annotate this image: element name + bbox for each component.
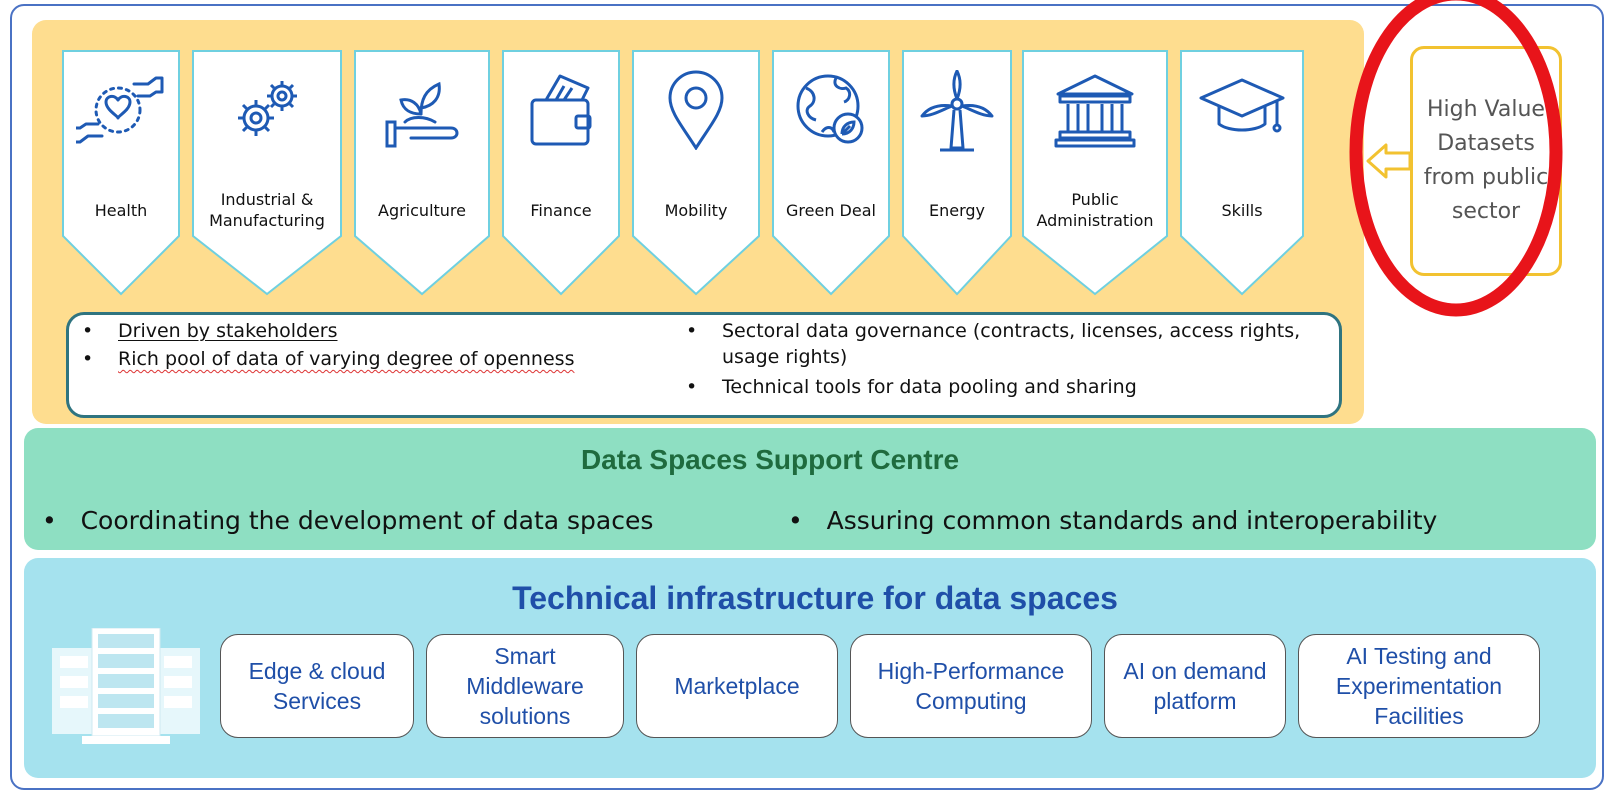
sector-characteristics-box [66,312,1342,418]
heart-hands-icon [62,70,180,150]
infra-box-label: Smart Middleware solutions [466,643,584,729]
sector-label: Finance [530,200,592,220]
sector-energy: Energy [902,50,1012,306]
sector-health: Health [62,50,180,306]
plant-hand-icon [354,70,490,150]
bullet-text: Technical tools for data pooling and sha… [722,376,1137,398]
sector-label: Mobility [664,200,728,220]
support-centre-panel [24,428,1596,550]
sector-bullet: •Driven by stakeholders [82,320,338,342]
sector-industrial-manufacturing: Industrial & Manufacturing [192,50,342,306]
sector-bullet: •Technical tools for data pooling and sh… [686,376,1137,398]
sector-label: Green Deal [786,200,876,220]
sector-label: Agriculture [378,200,466,220]
infra-box-label: Edge & cloud Services [248,658,386,714]
support-centre-title: Data Spaces Support Centre [580,444,960,475]
high-performance-computing-box: High-Performance Computing [850,634,1092,738]
highlight-ellipse [1349,0,1563,317]
infra-box-label: AI Testing and Experimentation Facilitie… [1335,643,1503,729]
sector-bullet: •Sectoral data governance (contracts, li… [686,320,1301,368]
infra-box-label: High-Performance Computing [877,658,1065,714]
smart-middleware-box: Smart Middleware solutions [426,634,624,738]
hvd-text: High Value Datasets from public sector [1423,97,1549,224]
sector-mobility: Mobility [632,50,760,306]
ai-on-demand-box: AI on demand platform [1104,634,1286,738]
government-building-icon [1022,70,1168,150]
sector-finance: Finance [502,50,620,306]
globe-leaf-icon [772,70,890,150]
bullet-text: Coordinating the development of data spa… [80,506,654,535]
infrastructure-title: Technical infrastructure for data spaces [512,580,1118,616]
wind-turbine-icon [902,70,1012,152]
support-bullet: • Coordinating the development of data s… [42,506,654,535]
sector-label: Energy [928,200,985,220]
server-rack-icon [52,628,200,744]
map-pin-icon [632,70,760,150]
graduation-cap-icon [1180,70,1304,150]
infra-box-label: Marketplace [674,673,800,699]
bullet-text: Assuring common standards and interopera… [826,506,1438,535]
sector-label: Industrial & Manufacturing [209,190,325,230]
sector-bullet: •Rich pool of data of varying degree of … [82,348,575,370]
sector-public-administration: Public Administration [1022,50,1168,306]
ai-testing-facilities-box: AI Testing and Experimentation Facilitie… [1298,634,1540,738]
wallet-icon [502,70,620,150]
edge-cloud-services-box: Edge & cloud Services [220,634,414,738]
bullet-text: Sectoral data governance (contracts, lic… [722,320,1301,368]
outer-frame [10,4,1604,790]
support-bullet: • Assuring common standards and interope… [788,506,1438,535]
bullet-text: Driven by stakeholders [118,320,338,342]
bullet-text: Rich pool of data of varying degree of o… [118,348,575,370]
sector-green-deal: Green Deal [772,50,890,306]
marketplace-box: Marketplace [636,634,838,738]
sector-label: Health [94,200,148,220]
gears-icon [192,70,342,150]
sector-label: Public Administration [1036,190,1154,230]
sector-skills: Skills [1180,50,1304,306]
sector-agriculture: Agriculture [354,50,490,306]
sector-label: Skills [1221,200,1263,220]
infra-box-label: AI on demand platform [1123,658,1267,714]
